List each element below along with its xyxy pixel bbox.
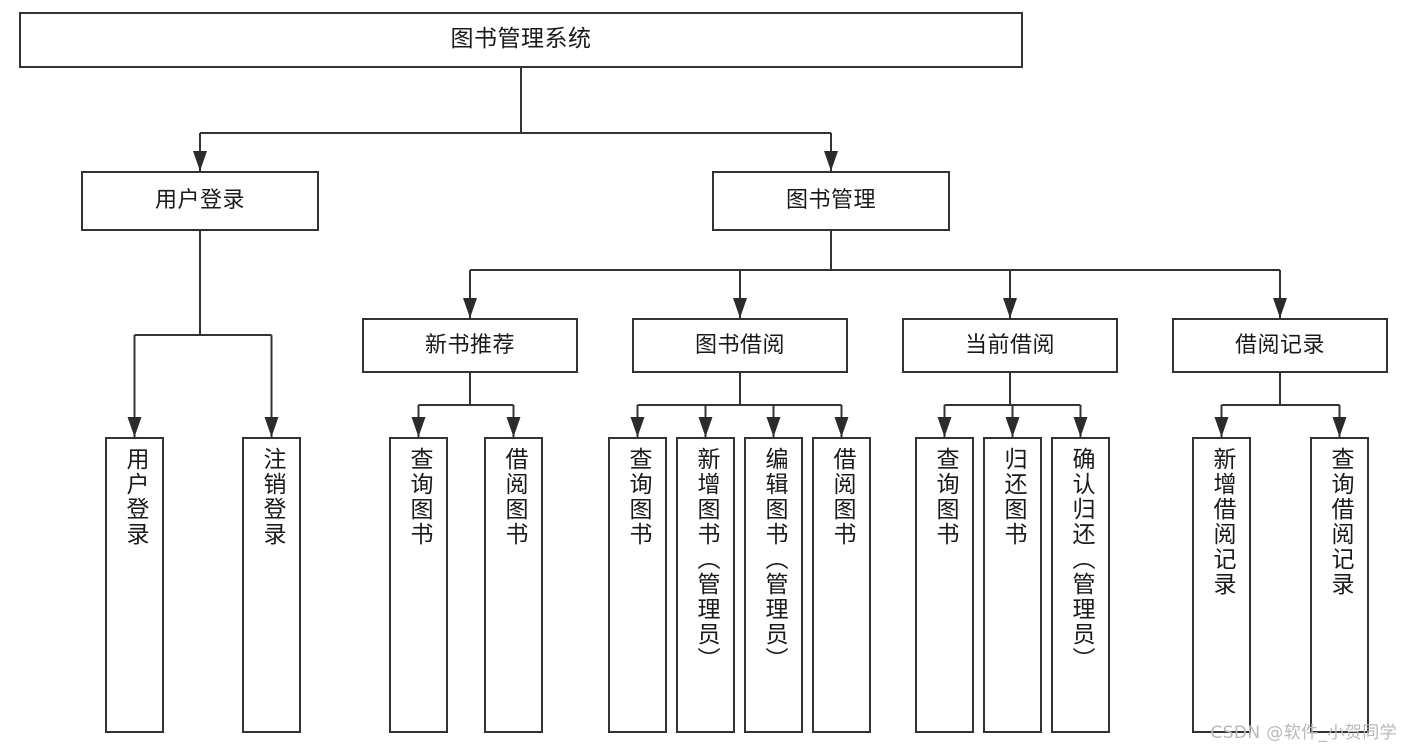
- node-label: 查询图书: [932, 447, 958, 547]
- node-label: 查询图书: [406, 447, 432, 547]
- node-label: 图书借阅: [694, 332, 785, 358]
- node-label: 新书推荐: [424, 332, 515, 358]
- arrow-icon-borrow: [733, 298, 747, 318]
- node-r_query[interactable]: 查询借阅记录: [1310, 437, 1369, 733]
- node-label: 新增借阅记录: [1209, 447, 1235, 597]
- node-c_query[interactable]: 查询图书: [915, 437, 974, 733]
- node-bookmgmt[interactable]: 图书管理: [712, 171, 950, 231]
- node-label: 图书管理系统: [450, 26, 592, 53]
- node-b_query[interactable]: 查询图书: [608, 437, 667, 733]
- arrow-icon-r_add: [1214, 417, 1229, 437]
- arrow-icon-c_query: [937, 417, 952, 437]
- arrow-icon-b_lend: [834, 417, 849, 437]
- node-c_confirm[interactable]: 确认归还（管理员）: [1051, 437, 1110, 733]
- node-l_login[interactable]: 用户登录: [105, 437, 164, 733]
- node-label: 编辑图书（管理员）: [761, 447, 787, 672]
- node-label: 用户登录: [154, 188, 245, 214]
- node-b_add[interactable]: 新增图书（管理员）: [676, 437, 735, 733]
- node-newbook[interactable]: 新书推荐: [362, 318, 578, 373]
- node-record[interactable]: 借阅记录: [1172, 318, 1388, 373]
- node-label: 新增图书（管理员）: [693, 447, 719, 672]
- arrow-icon-b_add: [698, 417, 713, 437]
- arrow-icon-c_confirm: [1073, 417, 1088, 437]
- node-r_add[interactable]: 新增借阅记录: [1192, 437, 1251, 733]
- node-label: 归还图书: [1000, 447, 1026, 547]
- arrow-icon-bookmgmt: [824, 151, 838, 171]
- arrow-icon-r_query: [1332, 417, 1347, 437]
- node-label: 确认归还（管理员）: [1068, 447, 1094, 672]
- node-label: 借阅图书: [501, 447, 527, 547]
- node-c_return[interactable]: 归还图书: [983, 437, 1042, 733]
- node-root[interactable]: 图书管理系统: [19, 12, 1023, 68]
- arrow-icon-newbook: [463, 298, 477, 318]
- arrow-icon-l_logout: [264, 417, 279, 437]
- node-l_logout[interactable]: 注销登录: [242, 437, 301, 733]
- node-label: 图书管理: [785, 188, 876, 214]
- node-label: 当前借阅: [964, 332, 1055, 358]
- node-label: 查询图书: [625, 447, 651, 547]
- node-label: 注销登录: [259, 447, 285, 547]
- arrow-icon-n_borrow: [506, 417, 521, 437]
- arrow-icon-b_query: [630, 417, 645, 437]
- node-label: 借阅记录: [1234, 332, 1325, 358]
- arrow-icon-c_return: [1005, 417, 1020, 437]
- node-n_query[interactable]: 查询图书: [389, 437, 448, 733]
- arrow-icon-l_login: [127, 417, 142, 437]
- node-current[interactable]: 当前借阅: [902, 318, 1118, 373]
- node-b_edit[interactable]: 编辑图书（管理员）: [744, 437, 803, 733]
- watermark: CSDN @软件_小贺同学: [1210, 723, 1397, 743]
- node-n_borrow[interactable]: 借阅图书: [484, 437, 543, 733]
- node-borrow[interactable]: 图书借阅: [632, 318, 848, 373]
- arrow-icon-record: [1273, 298, 1287, 318]
- node-label: 借阅图书: [829, 447, 855, 547]
- arrow-icon-n_query: [411, 417, 426, 437]
- arrow-icon-b_edit: [766, 417, 781, 437]
- node-label: 查询借阅记录: [1327, 447, 1353, 597]
- arrow-icon-login: [193, 151, 207, 171]
- node-login[interactable]: 用户登录: [81, 171, 319, 231]
- node-label: 用户登录: [122, 447, 148, 547]
- node-b_lend[interactable]: 借阅图书: [812, 437, 871, 733]
- arrow-icon-current: [1003, 298, 1017, 318]
